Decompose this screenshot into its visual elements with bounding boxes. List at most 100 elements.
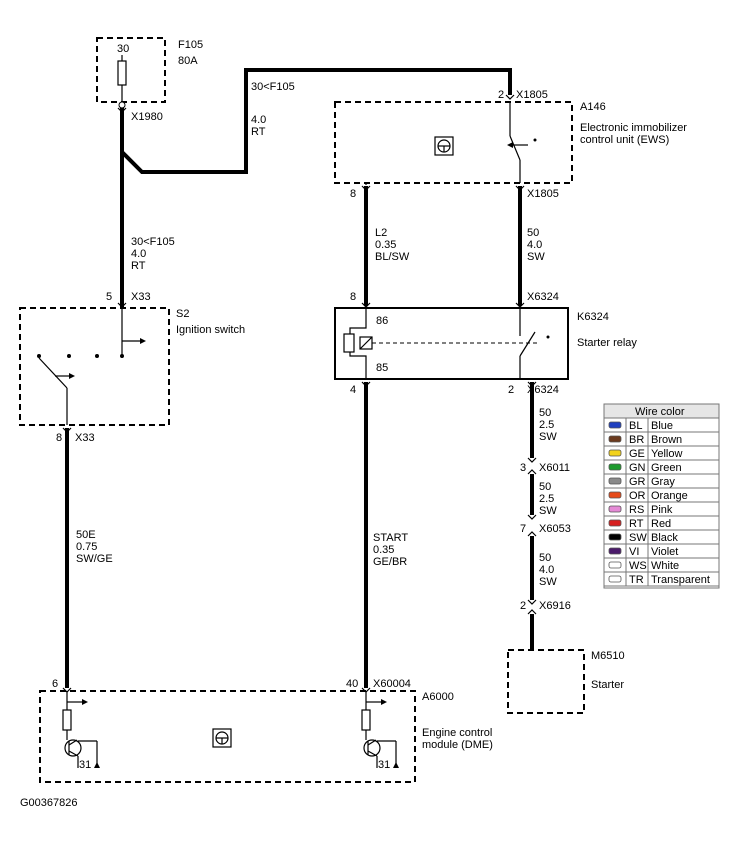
legend-title: Wire color: [635, 406, 685, 418]
transistor-icon: [361, 691, 399, 768]
k6324-pin-left-bottom: 4: [350, 384, 356, 396]
legend-code: GE: [629, 448, 645, 460]
a6000-name-1: Engine control: [422, 727, 492, 739]
k6324-pin-right-bottom: 2: [508, 384, 514, 396]
k6324-pin-left-top: 8: [350, 291, 356, 303]
legend-code: VI: [629, 546, 639, 558]
wire-label: 50: [539, 407, 551, 419]
ews-control-unit-a146: A146 Electronic immobilizer control unit…: [334, 101, 687, 185]
wire-f105-ews: [120, 68, 512, 174]
wire-label: START: [373, 532, 408, 544]
s2-conn-bottom: X33: [75, 432, 95, 444]
k6324-coil-top: 86: [376, 315, 388, 327]
legend-name: Red: [651, 518, 671, 530]
legend-code: BR: [629, 434, 644, 446]
switch-contact-icon: [509, 135, 521, 161]
wire-label: GE/BR: [373, 556, 407, 568]
legend-name: Gray: [651, 476, 675, 488]
wire-label: SW: [539, 576, 557, 588]
legend-swatch: [608, 463, 622, 471]
legend-code: RT: [629, 518, 644, 530]
legend-name: White: [651, 560, 679, 572]
wire-label: 30<F105: [131, 236, 175, 248]
wire-label: 0.75: [76, 541, 97, 553]
legend-code: RS: [629, 504, 644, 516]
a146-name-2: control unit (EWS): [580, 134, 669, 146]
legend-swatch: [608, 477, 622, 485]
wire-label: 50: [539, 552, 551, 564]
legend-swatch: [608, 435, 622, 443]
legend-name: Violet: [651, 546, 678, 558]
wire-label: RT: [251, 126, 266, 138]
wire-label: 2.5: [539, 419, 554, 431]
transistor-icon: [62, 691, 100, 768]
control-unit-icon: [212, 728, 232, 748]
legend-row: GN Green: [603, 459, 720, 475]
legend-name: Black: [651, 532, 678, 544]
legend-code: BL: [629, 420, 642, 432]
legend-code: GR: [629, 476, 646, 488]
k6324-conn-top: X6324: [527, 291, 559, 303]
a146-name-1: Electronic immobilizer: [580, 122, 687, 134]
wire-label: SW/GE: [76, 553, 113, 565]
a6000-pin-right: 40: [346, 678, 358, 690]
control-unit-icon: [434, 136, 454, 156]
wire-label: BL/SW: [375, 251, 410, 263]
legend-swatch: [608, 561, 622, 569]
k6324-coil-bottom: 85: [376, 362, 388, 374]
legend-swatch: [608, 491, 622, 499]
wire-label: 50: [539, 481, 551, 493]
legend-swatch: [608, 505, 622, 513]
a6000-pin-left: 6: [52, 678, 58, 690]
s2-pin-bottom: 8: [56, 432, 62, 444]
wire-label: L2: [375, 227, 387, 239]
wire-label: SW: [539, 505, 557, 517]
s2-name: Ignition switch: [176, 324, 245, 336]
fuse-icon: [117, 60, 127, 86]
a6000-conn: X60004: [373, 678, 411, 690]
switch-contact-icon: [519, 331, 536, 357]
legend-code: OR: [629, 490, 646, 502]
legend-swatch: [608, 519, 622, 527]
legend-swatch: [608, 449, 622, 457]
legend-code: SW: [629, 532, 647, 544]
legend-row: VI Violet: [603, 543, 720, 559]
s2-id: S2: [176, 308, 189, 320]
fuse-f105: 30 F105 80A: [96, 37, 203, 103]
wire-label: SW: [527, 251, 545, 263]
m6510-name: Starter: [591, 679, 624, 691]
a146-pin-bottom: 8: [350, 188, 356, 200]
f105-terminal: 30: [117, 43, 129, 55]
a6000-id: A6000: [422, 691, 454, 703]
a146-conn-top: X1805: [516, 89, 548, 101]
f105-id: F105: [178, 39, 203, 51]
wire-label: 30<F105: [251, 81, 295, 93]
legend-code: GN: [629, 462, 646, 474]
ground-right: 31: [378, 759, 390, 771]
k6324-name: Starter relay: [577, 337, 637, 349]
legend-name: Green: [651, 462, 682, 474]
s2-conn-top: X33: [131, 291, 151, 303]
wire-label: 2.5: [539, 493, 554, 505]
legend-swatch: [608, 421, 622, 429]
wire-label: 4.0: [131, 248, 146, 260]
wire-label: 4.0: [251, 114, 266, 126]
starter-relay-k6324: K6324 Starter relay 86 85: [334, 307, 637, 380]
connector-pin-icon: [118, 101, 126, 109]
legend-name: Blue: [651, 420, 673, 432]
m6510-id: M6510: [591, 650, 625, 662]
ground-left: 31: [79, 759, 91, 771]
ignition-switch-s2: S2 Ignition switch: [19, 307, 245, 426]
engine-control-module-a6000: A6000 Engine control module (DME) 31: [39, 690, 493, 783]
connector-pin: 7: [520, 523, 526, 535]
wire-label: 50E: [76, 529, 96, 541]
legend-row: SW Black: [603, 529, 720, 545]
legend-name: Transparent: [651, 574, 710, 586]
connector-id: X6053: [539, 523, 571, 535]
switch-contact-icon: [38, 357, 68, 389]
wire-label: RT: [131, 260, 146, 272]
